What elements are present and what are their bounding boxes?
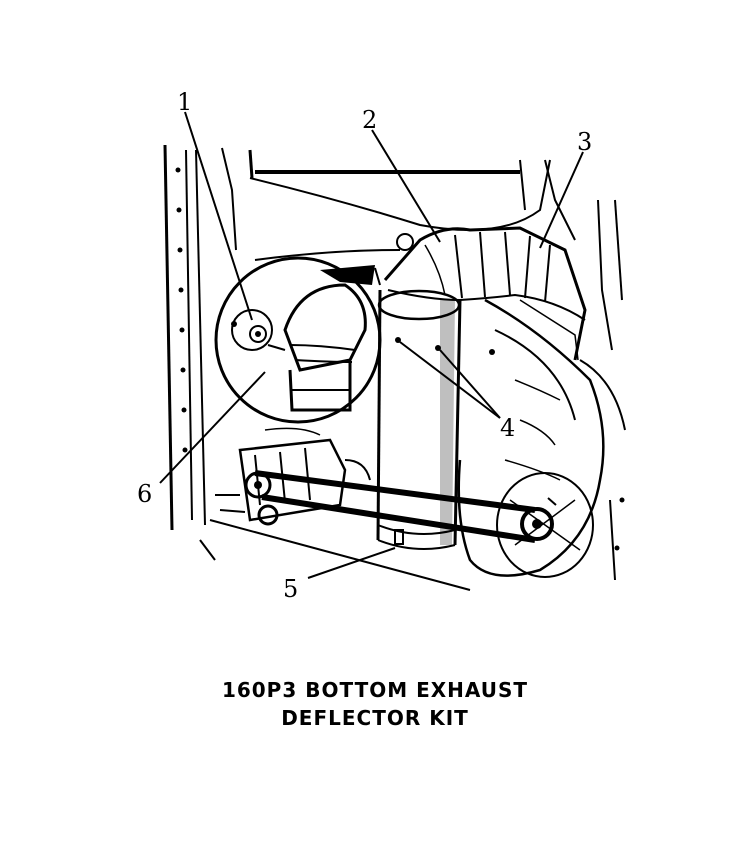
callout-6: 6 [137, 480, 152, 508]
magnified-inset [214, 256, 382, 424]
rear-panel [199, 149, 625, 591]
callout-1: 1 [177, 88, 192, 116]
callout-3: 3 [577, 128, 592, 156]
leader-lines [159, 111, 584, 579]
callout-4: 4 [500, 414, 515, 442]
callout-5: 5 [283, 575, 298, 603]
drive-belt [254, 470, 557, 543]
cabinet-side-rail [163, 144, 237, 531]
exhaust-elbow [383, 226, 587, 361]
diagram-caption-subtitle: DEFLECTOR KIT [281, 706, 469, 730]
diagram-caption-title: 160P3 BOTTOM EXHAUST [221, 678, 529, 702]
blower-housing [457, 298, 626, 578]
vertical-exhaust-duct [376, 289, 462, 550]
callout-2: 2 [362, 106, 377, 134]
